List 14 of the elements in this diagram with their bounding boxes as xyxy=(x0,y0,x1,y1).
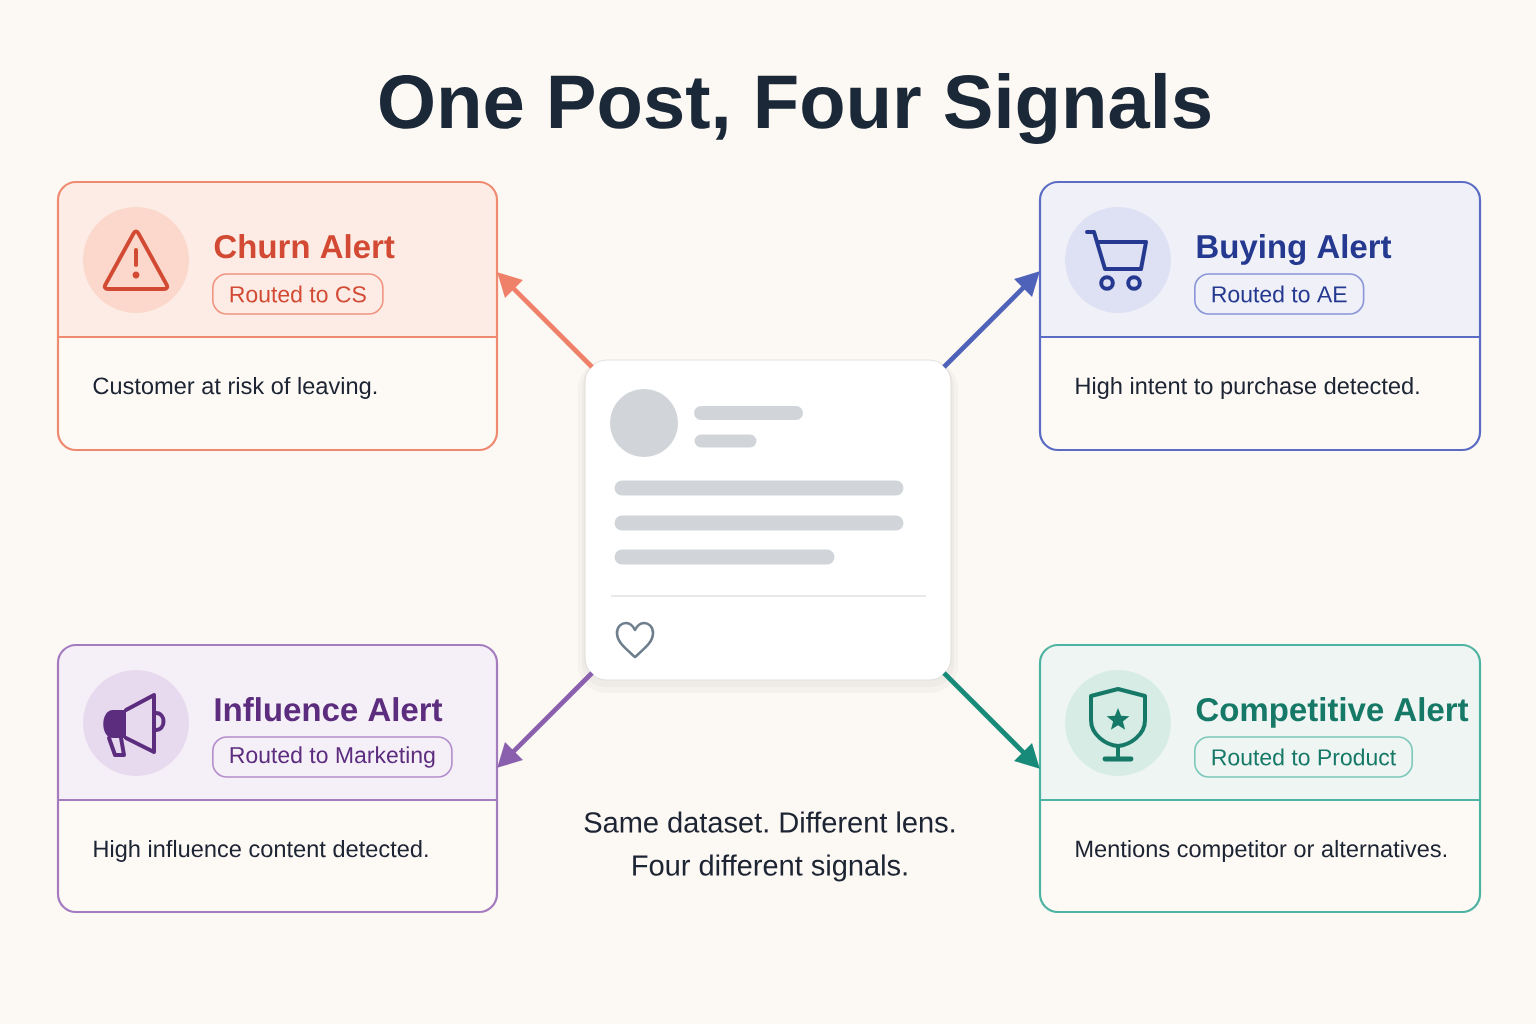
route-tag: Routed to Product xyxy=(1194,736,1413,778)
route-tag: Routed to Marketing xyxy=(212,736,453,778)
card-title: Competitive Alert xyxy=(1196,697,1469,728)
card-text: High influence content detected. xyxy=(94,839,428,862)
card-text: Customer at risk of leaving. xyxy=(93,376,377,399)
card-title: Influence Alert xyxy=(215,697,443,722)
card-title: Buying Alert xyxy=(1197,234,1392,265)
page-title: One Post, Four Signals xyxy=(380,72,1210,145)
card-title: Churn Alert xyxy=(214,234,395,259)
route-tag: Routed to CS xyxy=(212,273,384,315)
card-text: High intent to purchase detected. xyxy=(1076,376,1419,399)
route-tag: Routed to AE xyxy=(1194,273,1365,315)
card-text: Mentions competitor or alternatives. xyxy=(1076,839,1446,862)
caption: Same dataset. Different lens. Four different signals. xyxy=(584,811,955,882)
